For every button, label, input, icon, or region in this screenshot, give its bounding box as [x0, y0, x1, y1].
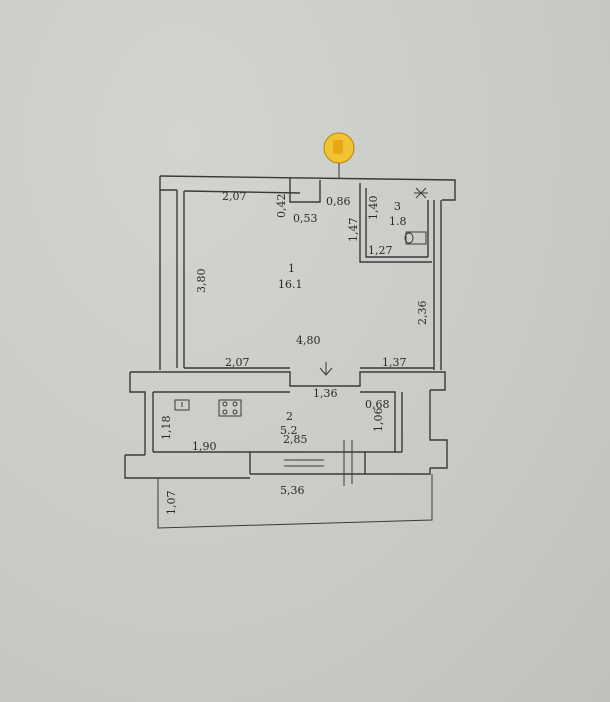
dim-room1-bottom-right: 1,37: [382, 356, 407, 369]
balcony-outline: [157, 474, 433, 529]
dim-niche-width: 0,53: [293, 212, 318, 225]
dim-passage-width: 0,86: [326, 195, 351, 208]
stove-icon: [218, 399, 242, 417]
room-3-area: 1.8: [389, 215, 407, 228]
toilet-icon: [404, 231, 427, 245]
dim-kitchen-right-gap: 0,68: [365, 398, 390, 411]
room-1-walls: [159, 175, 456, 370]
dim-room1-bottom-left: 2,07: [225, 356, 250, 369]
dim-doorway: 1,36: [313, 387, 338, 400]
dim-kitchen-left-height: 1,18: [160, 416, 173, 441]
dim-room1-height: 3,80: [195, 269, 208, 294]
dim-top-left-wall: 2,07: [222, 190, 247, 203]
thumbs-up-icon: [323, 132, 355, 178]
dim-room1-right-lower: 2,36: [416, 301, 429, 326]
room-2-walls: [124, 371, 448, 486]
room-1-area: 16.1: [278, 278, 303, 291]
dim-bath-width: 1,40: [367, 196, 380, 221]
room-1-number: 1: [288, 262, 295, 275]
dim-balcony-depth: 1,07: [165, 491, 178, 516]
room-2-area: 5.2: [280, 424, 298, 437]
washbasin-icon: [414, 187, 428, 199]
door-arrow-icon: [319, 362, 333, 376]
dim-room1-width: 4,80: [296, 334, 321, 347]
dim-kitchen-window: 2,85: [283, 433, 308, 446]
dim-bath-inner: 1,27: [368, 244, 393, 257]
dim-bath-depth: 1,47: [347, 218, 360, 243]
dim-kitchen-bottom-left: 1,90: [192, 440, 217, 453]
sink-icon: [174, 399, 190, 411]
room-3-number: 3: [394, 200, 401, 213]
dim-kitchen-right-height: 1,06: [372, 408, 385, 433]
dim-balcony-width: 5,36: [280, 484, 305, 497]
room-2-number: 2: [286, 410, 293, 423]
dim-niche-depth: 0,42: [275, 194, 288, 219]
